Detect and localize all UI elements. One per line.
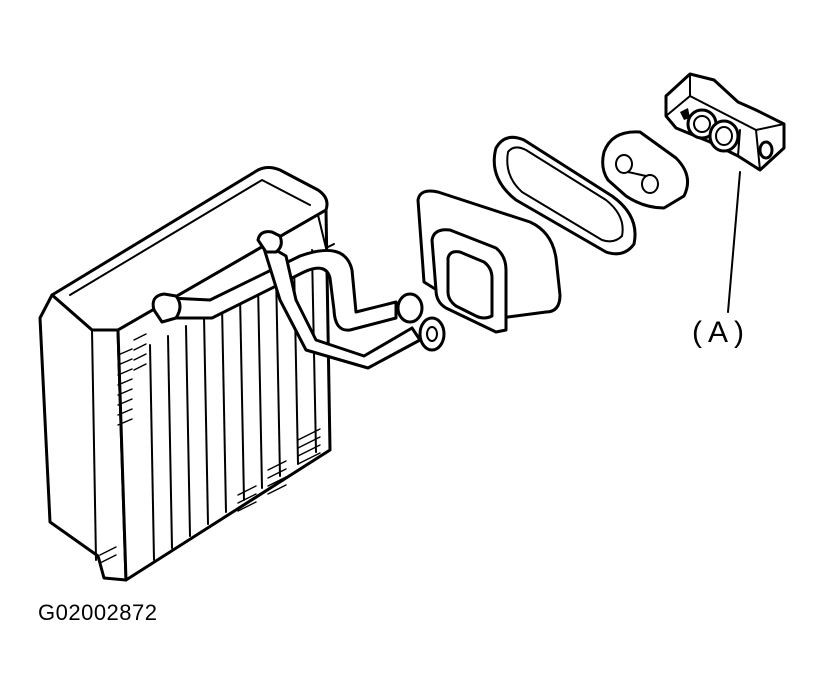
- callout-leader-line: [727, 171, 741, 313]
- evaporator-core: [38, 166, 335, 582]
- figure-id-label: G02002872: [38, 600, 158, 625]
- flange-gasket: [416, 189, 562, 334]
- callout-label-a: (A): [692, 316, 750, 349]
- expansion-valve-block: [664, 72, 786, 172]
- evaporator-fins: [149, 251, 317, 561]
- fin-hatching: [99, 333, 321, 564]
- grommet: [601, 130, 690, 210]
- seal-ring: [492, 135, 637, 256]
- refrigerant-pipes: [151, 230, 446, 370]
